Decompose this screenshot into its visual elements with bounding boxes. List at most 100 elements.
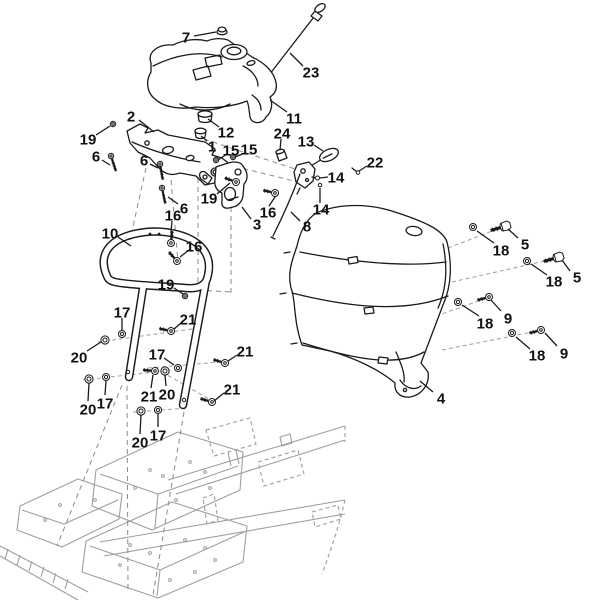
bolt-5-b <box>540 249 567 268</box>
leader-line-4-45 <box>419 380 434 393</box>
screw-9-a <box>475 291 495 305</box>
callout-17-25: 17 <box>114 305 131 322</box>
callout-7-0: 7 <box>182 30 190 47</box>
callout-18-43: 18 <box>529 348 546 365</box>
leader-line-21-34 <box>213 392 225 402</box>
washer-17-c <box>102 373 110 381</box>
washer-18-c <box>454 298 462 306</box>
leader-line-23-1 <box>289 52 304 67</box>
leader-line-3-21 <box>241 206 252 220</box>
leader-line-18-39 <box>530 263 548 276</box>
screw-16-right <box>261 185 281 199</box>
leader-line-15-6 <box>217 153 228 161</box>
fuel-cap <box>220 43 248 61</box>
screw-21-b <box>211 355 231 369</box>
leader-line-20-27 <box>86 341 102 352</box>
bushing-12 <box>197 110 213 124</box>
leader-line-10-23 <box>117 236 132 247</box>
tank-vent <box>246 59 256 67</box>
leader-line-19-20 <box>216 182 231 195</box>
dipstick-handle <box>314 3 326 13</box>
bushing-1 <box>194 127 207 140</box>
dipstick <box>265 3 326 80</box>
callout-16-19: 16 <box>260 205 277 222</box>
leader-line-6-14 <box>101 159 111 166</box>
leader-line-12-4 <box>207 118 220 128</box>
callout-4-45: 4 <box>437 391 446 408</box>
leader-line-18-41 <box>461 304 480 317</box>
leader-line-16-17 <box>170 220 173 233</box>
callout-18-41: 18 <box>477 316 494 333</box>
chassis-frame-reference <box>0 417 346 600</box>
callout-9-44: 9 <box>560 346 568 363</box>
callout-11-2: 11 <box>286 111 302 128</box>
washer-17-d <box>154 406 162 414</box>
callout-6-15: 6 <box>140 153 148 170</box>
clip-24 <box>275 148 288 162</box>
nut-15-a <box>212 156 220 164</box>
callout-5-38: 5 <box>521 237 529 254</box>
callout-22-10: 22 <box>367 155 384 172</box>
callout-14-12: 14 <box>313 202 330 219</box>
callout-3-21: 3 <box>253 217 261 234</box>
leader-line-14-11 <box>319 176 329 179</box>
callout-20-31: 20 <box>159 387 176 404</box>
callout-21-29: 21 <box>237 344 254 361</box>
leader-line-15-7 <box>234 152 246 158</box>
leader-line-5-40 <box>561 259 571 272</box>
callout-18-39: 18 <box>546 274 563 291</box>
callout-15-7: 15 <box>241 142 258 159</box>
nut-20-d <box>136 406 146 416</box>
tank-bolt-7 <box>216 26 228 36</box>
callout-9-42: 9 <box>504 311 512 328</box>
callout-16-17: 16 <box>165 208 182 225</box>
callout-5-40: 5 <box>573 270 581 287</box>
mounting-bracket-3 <box>198 161 248 209</box>
leader-line-7-0 <box>193 31 217 37</box>
washer-17-a <box>118 330 126 338</box>
leader-line-20-32 <box>87 382 90 402</box>
callout-12-4: 12 <box>218 125 235 142</box>
screw-21-d <box>198 394 218 408</box>
leader-line-24-8 <box>279 138 282 151</box>
callout-21-26: 21 <box>180 312 197 329</box>
callout-19-13: 19 <box>80 132 97 149</box>
choke-rod-8 <box>270 173 301 240</box>
leader-line-5-38 <box>507 228 519 239</box>
callout-14-11: 14 <box>328 170 345 187</box>
dipstick-collar <box>310 10 323 22</box>
leader-line-22-10 <box>358 165 368 172</box>
leader-line-1-5 <box>200 135 208 142</box>
callout-20-32: 20 <box>80 402 97 419</box>
leader-line-6-15 <box>149 163 159 169</box>
bolt-19-left <box>109 120 117 128</box>
bolt-19-handle <box>181 292 189 300</box>
callout-21-34: 21 <box>224 382 241 399</box>
callout-15-6: 15 <box>223 143 240 160</box>
leader-line-21-26 <box>173 322 182 330</box>
cover-panel-4 <box>279 204 452 398</box>
bolt-6-c <box>157 183 170 206</box>
fasteners <box>84 120 567 416</box>
leader-line-19-13 <box>95 125 111 136</box>
callout-6-14: 6 <box>92 149 100 166</box>
leader-line-21-30 <box>150 374 154 389</box>
leader-line-21-29 <box>227 354 238 362</box>
leader-line-9-42 <box>490 299 502 312</box>
callout-23-1: 23 <box>303 65 320 82</box>
callout-1-5: 1 <box>208 139 216 156</box>
callout-6-16: 6 <box>180 201 188 218</box>
callout-10-23: 10 <box>102 226 119 243</box>
lever-pivot-plate <box>293 161 316 195</box>
fuel-tank <box>147 37 277 124</box>
leader-line-8-22 <box>290 211 301 222</box>
choke-lever-13 <box>305 147 340 170</box>
screw-22 <box>351 167 361 175</box>
callout-20-35: 20 <box>132 435 149 452</box>
handle-loop-10 <box>99 227 214 410</box>
frame-hole-dots <box>43 460 217 582</box>
callout-16-18: 16 <box>186 239 203 256</box>
callout-17-28: 17 <box>149 347 166 364</box>
